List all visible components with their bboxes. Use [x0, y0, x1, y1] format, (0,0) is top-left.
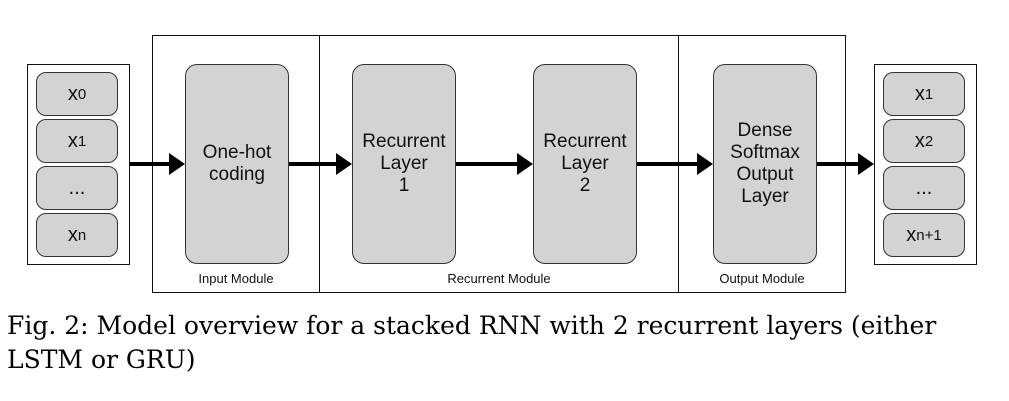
output-token: ...	[883, 166, 965, 210]
token-base: x	[914, 129, 925, 152]
token-base: ...	[915, 176, 933, 199]
recurrent-module-label: Recurrent Module	[447, 271, 551, 286]
figure-caption: Fig. 2: Model overview for a stacked RNN…	[7, 311, 937, 374]
rnn-model-diagram: Input Module Recurrent Module Output Mod…	[27, 35, 977, 293]
input-module-label: Input Module	[198, 271, 274, 286]
token-base: x	[906, 223, 917, 246]
arrow-dense-to-output	[817, 153, 874, 175]
arrow-recurrent2-to-dense	[637, 153, 713, 175]
recurrent-layer-1-label: Recurrent Layer 1	[362, 131, 446, 196]
one-hot-coding-block: One-hot coding	[185, 64, 289, 264]
token-subscript: 0	[77, 85, 87, 103]
token-base: x	[67, 82, 78, 105]
dense-softmax-output-label: Dense Softmax Output Layer	[730, 120, 800, 207]
dense-softmax-output-block: Dense Softmax Output Layer	[713, 64, 817, 264]
token-base: ...	[68, 176, 86, 199]
arrow-input-to-onehot	[130, 153, 185, 175]
input-token: ...	[36, 166, 118, 210]
token-subscript: 1	[77, 132, 87, 150]
token-subscript: n+1	[916, 226, 942, 244]
recurrent-layer-2-block: Recurrent Layer 2	[533, 64, 637, 264]
recurrent-layer-2-label: Recurrent Layer 2	[543, 131, 627, 196]
token-subscript: 1	[924, 85, 934, 103]
output-module-label: Output Module	[719, 271, 805, 286]
token-subscript: n	[77, 226, 87, 244]
recurrent-layer-1-block: Recurrent Layer 1	[352, 64, 456, 264]
token-base: x	[67, 129, 78, 152]
token-base: x	[67, 223, 78, 246]
token-base: x	[914, 82, 925, 105]
one-hot-coding-label: One-hot coding	[202, 142, 272, 185]
arrow-onehot-to-recurrent1	[289, 153, 352, 175]
arrow-recurrent1-to-recurrent2	[456, 153, 533, 175]
token-subscript: 2	[924, 132, 934, 150]
